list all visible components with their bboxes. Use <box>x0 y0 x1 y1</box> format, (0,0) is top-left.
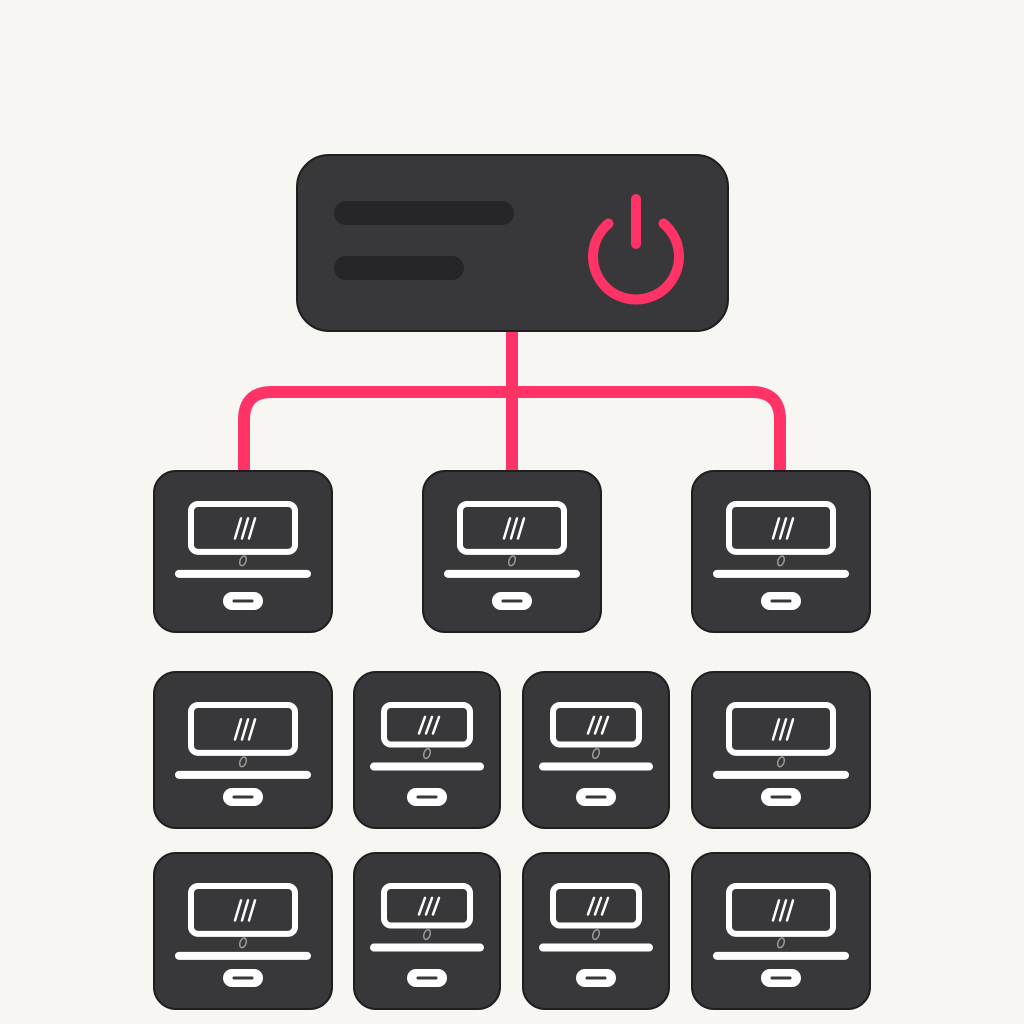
power-icon[interactable] <box>588 194 684 305</box>
laptop-icon <box>713 883 849 960</box>
connected-clients <box>153 470 871 633</box>
laptop-icon <box>370 883 484 952</box>
grid-tile-2-3[interactable] <box>522 852 670 1010</box>
laptop-icon <box>175 501 311 578</box>
laptop-icon <box>539 883 653 952</box>
laptop-icon <box>444 501 580 578</box>
right-branch-line <box>512 386 786 470</box>
left-branch-line <box>238 386 512 470</box>
connector-lines <box>238 330 786 470</box>
client-grid <box>153 671 871 1010</box>
grid-tile-1-3[interactable] <box>522 671 670 829</box>
server-body <box>296 154 729 332</box>
grid-tile-1-2[interactable] <box>353 671 501 829</box>
laptop-icon <box>370 702 484 771</box>
grid-tile-2-1[interactable] <box>153 852 333 1010</box>
laptop-icon <box>713 501 849 578</box>
laptop-icon <box>175 702 311 779</box>
server-node[interactable] <box>296 154 729 332</box>
laptop-icon <box>175 883 311 960</box>
grid-tile-2-2[interactable] <box>353 852 501 1010</box>
laptop-icon <box>713 702 849 779</box>
grid-tile-1-1[interactable] <box>153 671 333 829</box>
client-tile-1[interactable] <box>153 470 333 633</box>
laptop-icon <box>539 702 653 771</box>
grid-tile-1-4[interactable] <box>691 671 871 829</box>
client-tile-3[interactable] <box>691 470 871 633</box>
grid-tile-2-4[interactable] <box>691 852 871 1010</box>
client-tile-2[interactable] <box>422 470 602 633</box>
